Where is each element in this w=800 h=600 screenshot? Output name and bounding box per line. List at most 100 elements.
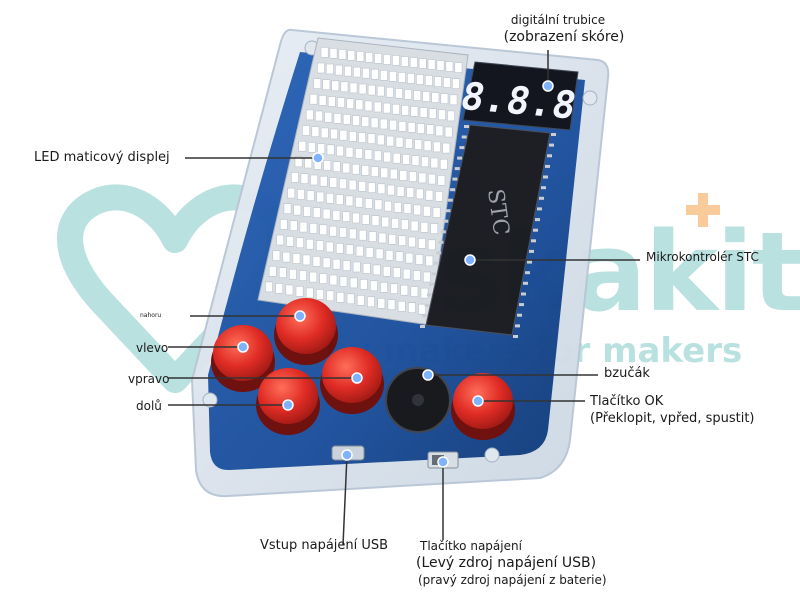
led-pixel bbox=[447, 110, 455, 122]
led-pixel bbox=[417, 238, 426, 249]
led-pixel bbox=[380, 167, 389, 179]
chip-pin bbox=[515, 324, 520, 328]
led-pixel bbox=[379, 70, 388, 81]
watermark-plus-icon-vbar bbox=[698, 193, 708, 227]
led-pixel bbox=[399, 170, 408, 181]
led-pixel bbox=[435, 125, 444, 137]
led-pixel bbox=[392, 103, 400, 115]
led-pixel bbox=[404, 89, 412, 100]
led-pixel bbox=[390, 283, 398, 295]
led-pixel bbox=[365, 247, 374, 258]
led-pixel bbox=[324, 111, 333, 123]
led-pixel bbox=[437, 109, 446, 121]
callout-dot bbox=[341, 449, 353, 461]
led-pixel bbox=[319, 175, 328, 187]
led-pixel bbox=[381, 216, 390, 228]
game-console: 8.8.8 STC bbox=[190, 28, 610, 498]
led-pixel bbox=[310, 174, 318, 186]
led-pixel bbox=[339, 276, 348, 287]
callout-dots bbox=[237, 80, 554, 468]
led-pixel bbox=[335, 194, 344, 205]
led-pixel bbox=[407, 122, 416, 133]
led-pixel bbox=[411, 155, 420, 166]
led-pixel bbox=[355, 196, 363, 208]
chip-pin bbox=[433, 261, 439, 265]
led-pixel bbox=[345, 244, 354, 255]
led-pixel bbox=[305, 287, 314, 299]
led-pixel bbox=[432, 207, 441, 218]
led-pixel bbox=[339, 227, 347, 238]
led-pixel bbox=[299, 221, 308, 233]
label-buzzer: bzučák bbox=[604, 366, 650, 381]
led-pixel bbox=[337, 97, 345, 108]
label-microcontroller: Mikrokontrolér STC bbox=[646, 250, 759, 264]
led-matrix bbox=[257, 37, 469, 326]
led-pixel bbox=[313, 78, 322, 89]
led-pixel bbox=[322, 257, 331, 269]
chip-pin bbox=[457, 156, 463, 160]
led-pixel bbox=[398, 235, 407, 246]
led-pixel bbox=[389, 119, 397, 131]
chip-pin bbox=[541, 186, 546, 190]
button-up bbox=[274, 298, 338, 365]
led-pixel bbox=[345, 146, 354, 158]
led-pixel bbox=[279, 219, 288, 230]
led-pixel bbox=[305, 109, 314, 121]
chip-pin bbox=[523, 281, 528, 285]
chip-pin bbox=[464, 125, 469, 128]
led-pixel bbox=[342, 211, 351, 222]
led-pixel bbox=[430, 157, 439, 169]
chip-pin bbox=[450, 188, 456, 192]
led-pixel bbox=[439, 158, 448, 170]
led-pixel bbox=[361, 214, 370, 225]
led-pixel bbox=[355, 99, 364, 111]
microcontroller-chip: STC bbox=[420, 124, 556, 338]
led-pixel bbox=[392, 267, 401, 279]
led-pixel bbox=[454, 62, 463, 73]
led-pixel bbox=[325, 63, 334, 75]
led-pixel bbox=[424, 75, 433, 86]
led-pixel bbox=[406, 187, 415, 198]
led-pixel bbox=[372, 264, 381, 276]
led-pixel bbox=[391, 218, 399, 229]
chip-pin bbox=[440, 230, 446, 234]
chip-pin bbox=[420, 325, 425, 328]
led-pixel bbox=[275, 283, 284, 294]
led-pixel bbox=[346, 293, 355, 305]
label-digital-tube-sub: (zobrazení skóre) bbox=[503, 29, 625, 45]
led-pixel bbox=[391, 55, 400, 66]
led-pixel bbox=[286, 236, 294, 247]
led-pixel bbox=[315, 240, 324, 251]
led-pixel bbox=[358, 229, 367, 241]
led-pixel bbox=[309, 93, 318, 105]
led-pixel bbox=[422, 271, 431, 283]
led-pixel bbox=[288, 268, 297, 280]
led-pixel bbox=[410, 106, 419, 117]
led-pixel bbox=[311, 126, 320, 137]
led-pixel bbox=[307, 142, 316, 153]
led-pixel bbox=[423, 140, 432, 152]
callout-dot bbox=[542, 80, 554, 92]
led-pixel bbox=[408, 171, 417, 182]
led-pixel bbox=[325, 241, 334, 253]
led-pixel bbox=[369, 280, 378, 292]
led-pixel bbox=[318, 95, 327, 106]
led-pixel bbox=[342, 114, 351, 125]
led-pixel bbox=[322, 208, 331, 220]
led-pixel bbox=[402, 268, 411, 280]
callout-dot bbox=[237, 341, 249, 353]
chip-pin bbox=[549, 143, 554, 147]
chip-pin bbox=[445, 209, 451, 213]
led-pixel bbox=[396, 186, 405, 197]
led-pixel bbox=[352, 212, 360, 224]
led-pixel bbox=[383, 151, 392, 163]
led-pixel bbox=[436, 60, 445, 71]
led-pixel bbox=[352, 66, 361, 78]
led-pixel bbox=[333, 113, 342, 124]
led-pixel bbox=[322, 79, 331, 90]
led-pixel bbox=[382, 265, 391, 277]
led-pixel bbox=[292, 253, 301, 264]
chip-pin bbox=[443, 219, 449, 223]
led-pixel bbox=[405, 252, 414, 264]
